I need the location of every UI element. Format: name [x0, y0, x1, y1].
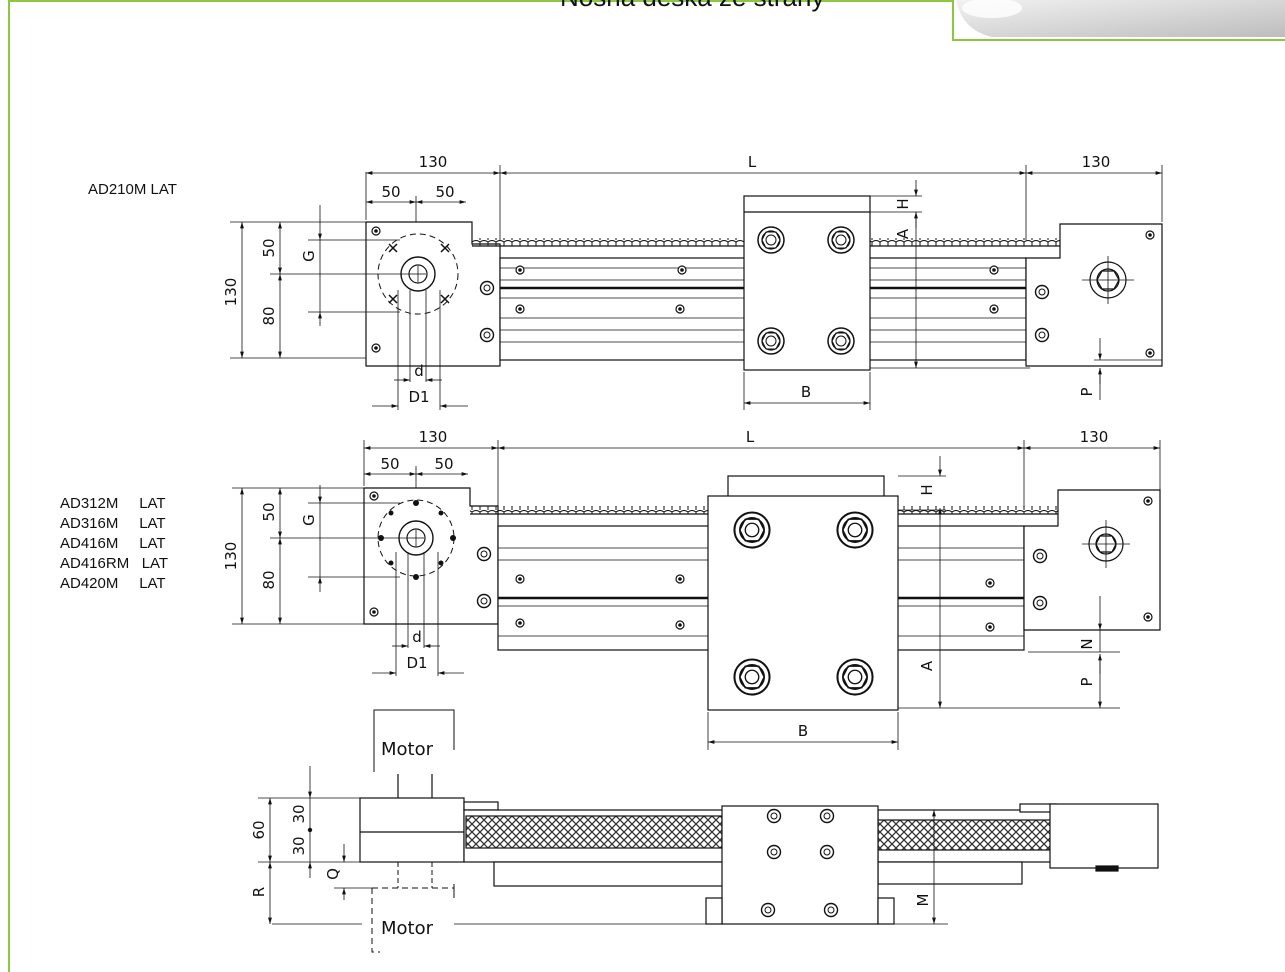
model-label-ad416rm: AD416RM LAT: [60, 555, 169, 572]
motor-bottom-label: Motor: [381, 918, 434, 939]
motor-top-label: Motor: [381, 739, 434, 760]
d2-dim-50a: 50: [380, 455, 399, 473]
d3-dim-M: M: [914, 894, 932, 907]
d3-dim-60: 60: [250, 820, 268, 839]
d2-dim-50b: 50: [434, 455, 453, 473]
d1-dim-A: A: [894, 228, 912, 239]
d3-dim-Q: Q: [324, 868, 342, 880]
frame-left-border: [8, 0, 10, 972]
d1-dim-D1: D1: [408, 388, 429, 406]
drawing-1-ad210m: [230, 165, 1163, 410]
drawing-2-ad312m-ad420m: [232, 440, 1161, 750]
frame-tab-left: [952, 0, 954, 41]
model-label-ad420m: AD420M LAT: [60, 575, 166, 592]
d2-dim-P: P: [1078, 677, 1096, 686]
d2-dim-d: d: [412, 628, 422, 646]
d1-dim-P: P: [1078, 387, 1096, 396]
d1-dim-130-height: 130: [222, 278, 240, 307]
page-title: Nosná deska ze strany: [560, 0, 824, 13]
d2-dim-50-upper: 50: [260, 502, 278, 521]
d2-dim-G: G: [300, 514, 318, 526]
d2-dim-L: L: [746, 428, 755, 446]
d1-dim-L: L: [748, 153, 757, 171]
model-label-ad210m: AD210M LAT: [88, 181, 177, 198]
d1-dim-H: H: [894, 198, 912, 209]
model-label-ad312m: AD312M LAT: [60, 495, 166, 512]
d1-dim-80-lower: 80: [260, 306, 278, 325]
d1-dim-G: G: [300, 250, 318, 262]
d2-dim-H: H: [918, 484, 936, 495]
frame-top-border: [8, 0, 952, 2]
corner-tab-graphic: [956, 0, 1285, 37]
model-label-ad416m: AD416M LAT: [60, 535, 166, 552]
frame-tab-bottom: [952, 39, 1285, 41]
d2-dim-130-right: 130: [1080, 428, 1109, 446]
d2-dim-A: A: [918, 660, 936, 671]
d2-dim-130-left: 130: [419, 428, 448, 446]
d2-dim-N: N: [1078, 638, 1096, 649]
d1-dim-50b: 50: [435, 183, 454, 201]
d2-dim-80-lower: 80: [260, 570, 278, 589]
d2-dim-130-height: 130: [222, 542, 240, 571]
d3-dim-30-lower: 30: [290, 836, 308, 855]
d1-dim-130-left: 130: [419, 153, 448, 171]
d2-dim-B: B: [798, 722, 808, 740]
d2-dim-D1: D1: [406, 654, 427, 672]
d1-dim-B: B: [801, 383, 811, 401]
d3-dim-30-upper: 30: [290, 804, 308, 823]
d1-dim-50-upper: 50: [260, 238, 278, 257]
d1-dim-130-right: 130: [1082, 153, 1111, 171]
d1-dim-d: d: [414, 362, 424, 380]
drawing-3-side-view: [258, 709, 1159, 953]
d3-dim-R: R: [250, 887, 268, 897]
model-label-ad316m: AD316M LAT: [60, 515, 166, 532]
d1-dim-50a: 50: [381, 183, 400, 201]
